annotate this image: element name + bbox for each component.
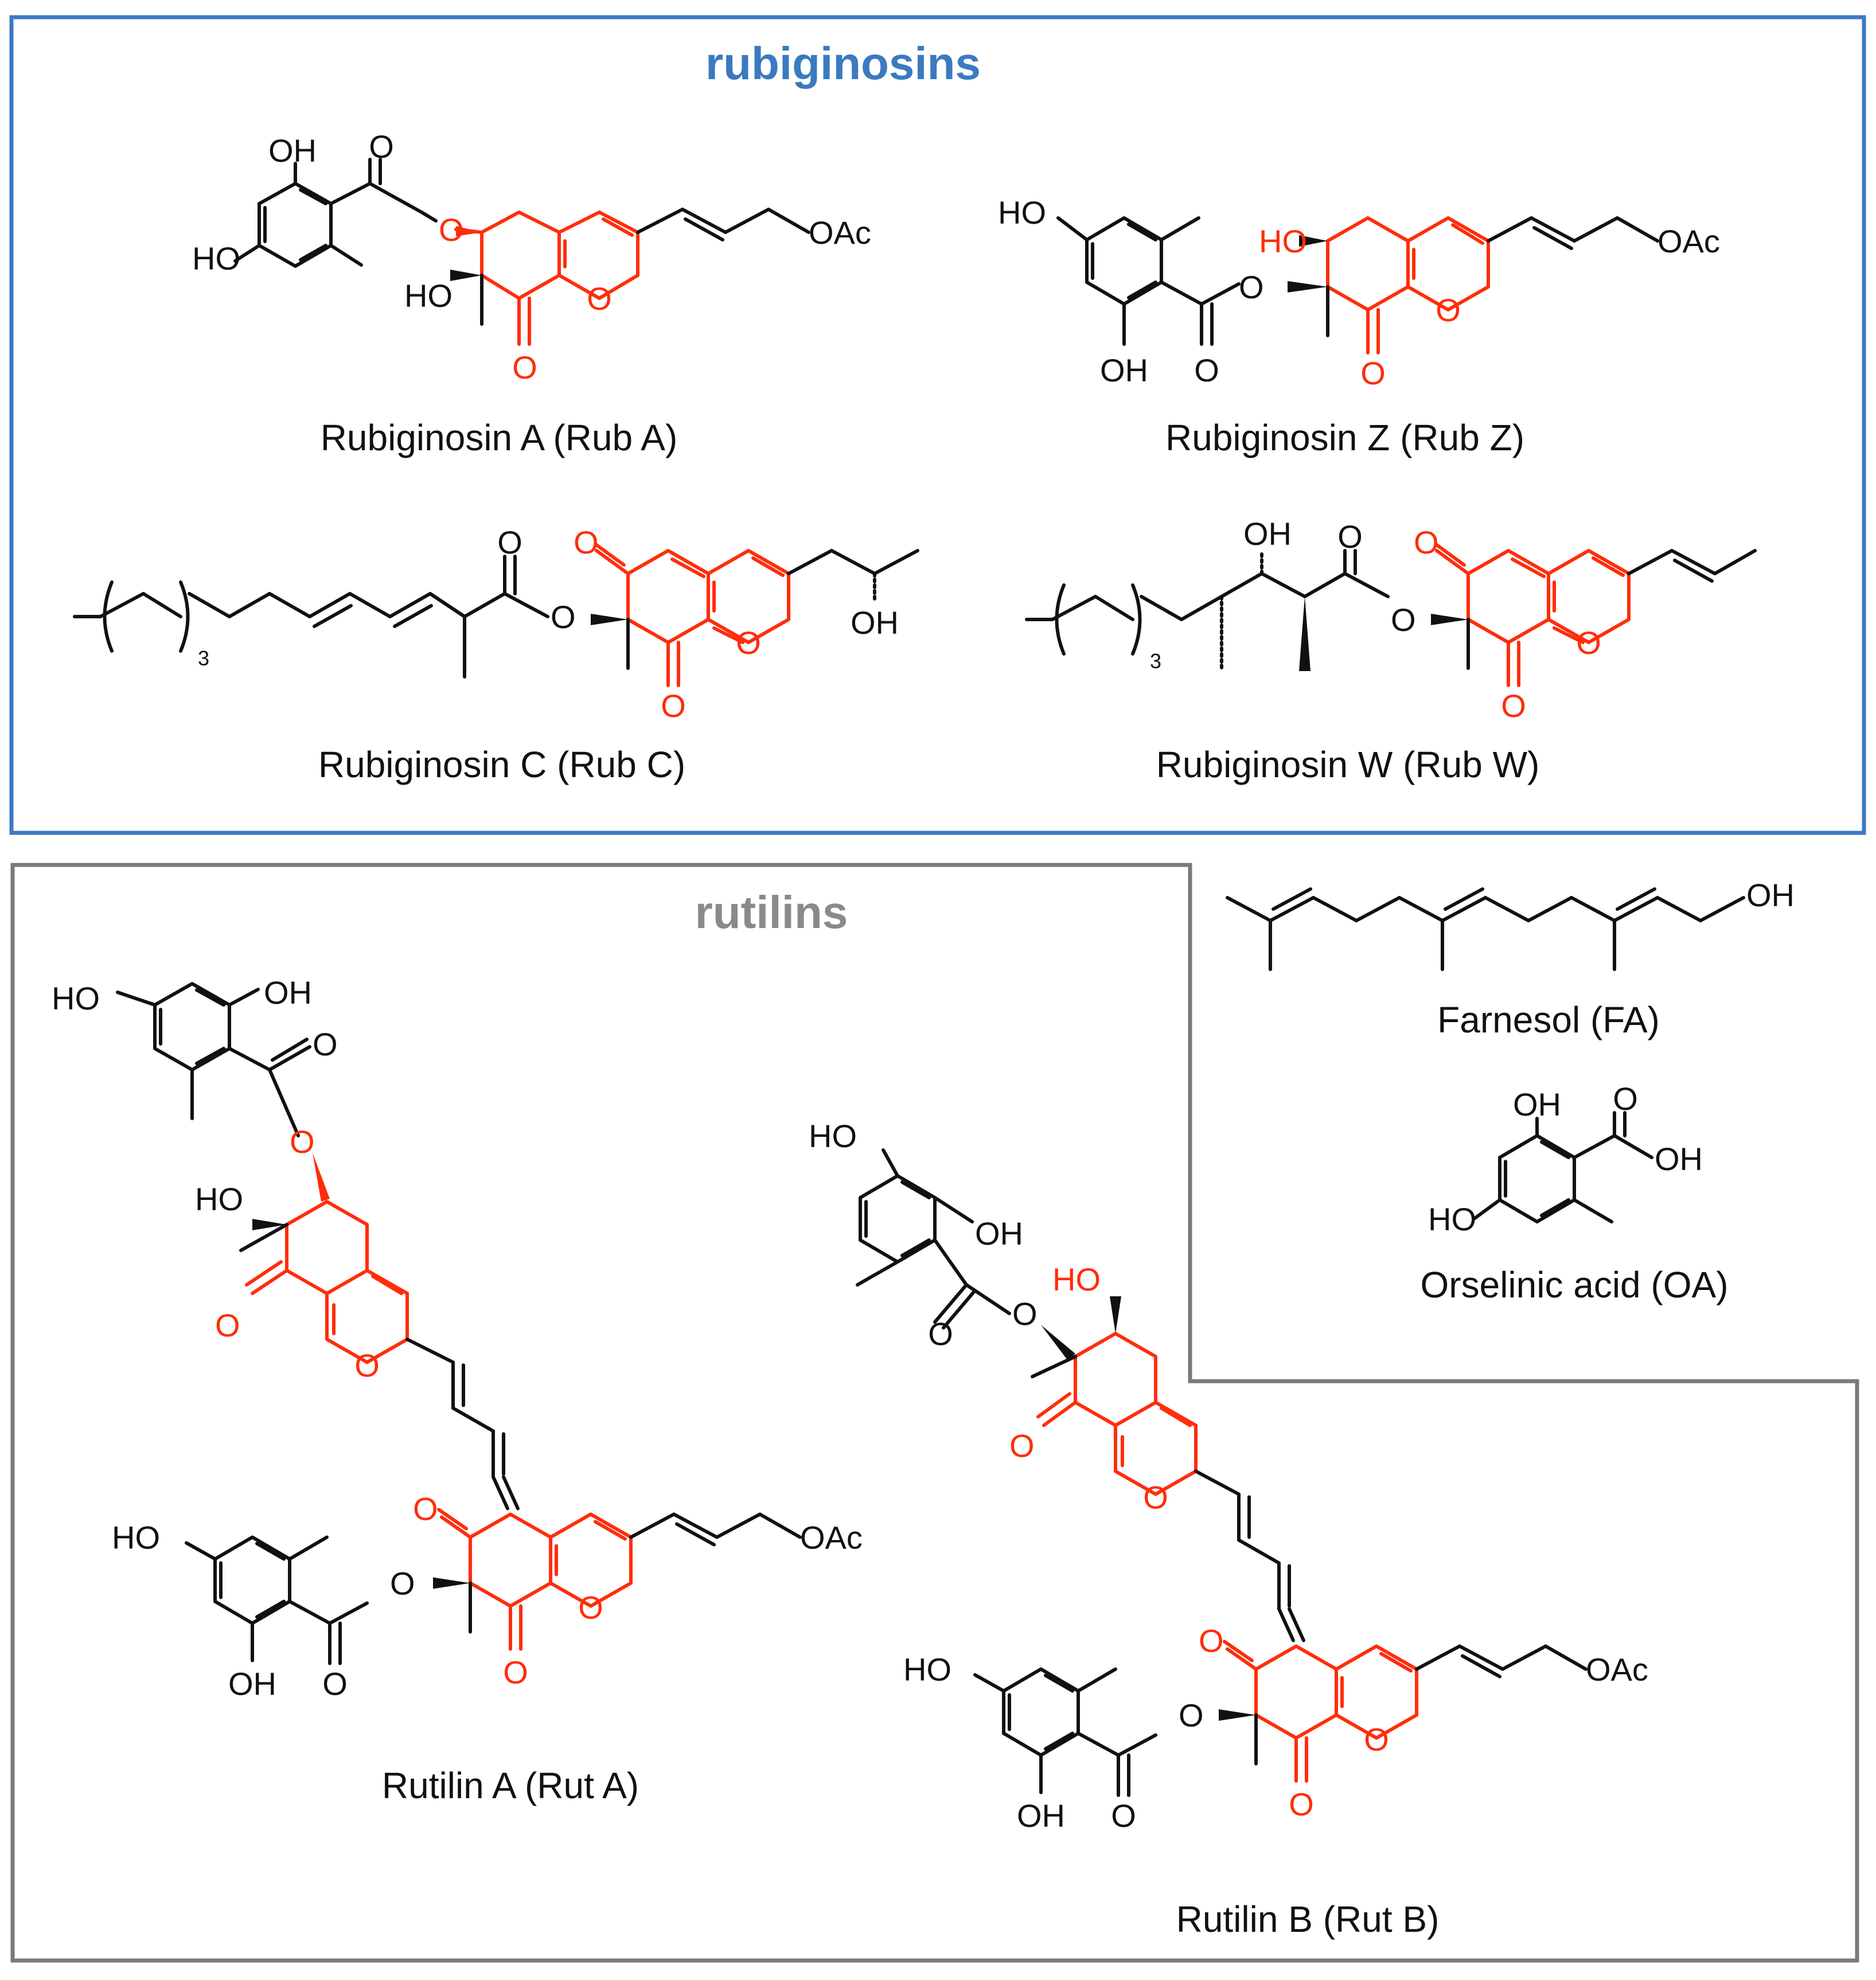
rub-c-subscript: 3 [198,646,209,670]
rut-a-label: Rutilin A (Rut A) [382,1765,639,1806]
rut-b-ho3: HO [903,1651,951,1687]
rub-z-keto-o: O [1360,355,1386,391]
rub-w-oh: OH [1243,516,1292,552]
rut-b-oac: OAc [1586,1651,1648,1687]
rut-b-label: Rutilin B (Rut B) [1176,1899,1440,1940]
rut-b-ho2: HO [1052,1261,1101,1297]
rutilin-b-structure [856,1148,1588,1797]
oa-label: Orselinic acid (OA) [1421,1264,1729,1305]
rub-z-label: Rubiginosin Z (Rub Z) [1165,417,1524,458]
rut-a-ho1: HO [52,980,100,1016]
rut-b-carbonyl-o1: O [928,1316,953,1352]
rut-b-carbonyl-o2: O [1111,1798,1136,1834]
rubiginosin-w-structure [1025,543,1757,687]
rub-c-label: Rubiginosin C (Rub C) [318,744,685,785]
rut-b-keto-o1: O [1009,1428,1035,1464]
rut-a-ho2: HO [195,1181,243,1217]
rub-c-ester-o: O [551,599,576,635]
rub-w-ring-o: O [1576,625,1601,661]
fa-oh: OH [1746,877,1795,913]
rub-z-ester-o: O [1239,269,1264,305]
rut-a-ho3: HO [112,1519,160,1556]
oa-carbonyl-o: O [1613,1081,1638,1117]
rubiginosin-a-structure [233,158,810,346]
oa-oh2: OH [1655,1141,1703,1177]
rut-a-keto-o2: O [413,1491,438,1527]
rut-a-oh2: OH [228,1666,276,1702]
rubiginosins-frame [9,15,1866,835]
oa-oh1: OH [1513,1086,1561,1122]
rut-b-oh2: OH [1017,1798,1065,1834]
rub-a-ho2: HO [404,278,453,314]
rut-a-carbonyl-o2: O [322,1666,348,1702]
rut-a-keto-o1: O [215,1307,240,1343]
rub-w-keto-o2: O [1501,688,1526,724]
rub-w-keto-o1: O [1414,524,1439,560]
rub-w-subscript: 3 [1150,649,1161,673]
rut-a-keto-o3: O [503,1654,528,1690]
rub-a-ho: HO [192,240,240,276]
rub-z-carbonyl-o: O [1194,352,1219,388]
rub-z-oac: OAc [1657,223,1720,259]
rub-w-label: Rubiginosin W (Rub W) [1156,744,1540,785]
rub-c-carbonyl-o: O [497,524,522,560]
rut-b-keto-o2: O [1199,1623,1224,1659]
fa-label: Farnesol (FA) [1437,999,1660,1040]
rut-b-ring-o2: O [1364,1721,1389,1757]
rutilins-frame [10,863,1859,1963]
rut-b-oh1: OH [975,1215,1023,1252]
rub-c-ring-o: O [736,625,761,661]
rub-a-oh: OH [268,132,317,169]
rubiginosins-title: rubiginosins [705,38,981,89]
rub-a-label: Rubiginosin A (Rub A) [321,417,678,458]
rut-b-ho1: HO [809,1118,857,1154]
rut-b-keto-o3: O [1289,1786,1314,1822]
rut-b-ester-o1: O [1012,1296,1038,1332]
rut-a-ester-o1: O [290,1124,315,1160]
rut-a-carbonyl-o1: O [313,1026,338,1062]
rub-c-keto-o1: O [574,524,599,560]
rubiginosin-c-structure [73,543,919,687]
oa-ho: HO [1428,1201,1476,1237]
rub-w-carbonyl-o: O [1337,519,1363,555]
rut-a-ring-o2: O [578,1589,603,1626]
rut-a-ring-o1: O [354,1347,380,1383]
rub-a-keto-o: O [512,349,537,385]
rub-z-ho2: HO [1259,223,1307,259]
rub-z-ho: HO [998,194,1046,231]
rub-a-o: O [369,128,394,165]
rut-b-ring-o1: O [1143,1479,1168,1515]
rub-a-ring-o: O [587,280,612,317]
rub-a-oac: OAc [809,215,871,251]
rut-a-ester-o2: O [390,1565,415,1601]
rutilin-a-structure [116,982,802,1665]
rut-b-ester-o2: O [1179,1697,1204,1733]
rutilins-title: rutilins [695,887,848,938]
orselinic-acid-structure [1472,1111,1653,1223]
rut-a-oh1: OH [264,975,312,1011]
rub-c-oh: OH [851,605,899,641]
rub-w-ester-o: O [1391,602,1416,638]
rubiginosin-z-structure [1056,216,1659,354]
rut-a-oac: OAc [800,1519,863,1556]
rub-z-ring-o: O [1436,292,1461,328]
farnesol-structure [1226,887,1745,971]
rub-z-oh: OH [1100,352,1148,388]
rub-a-ester-o: O [439,212,464,248]
rub-c-keto-o2: O [661,688,686,724]
